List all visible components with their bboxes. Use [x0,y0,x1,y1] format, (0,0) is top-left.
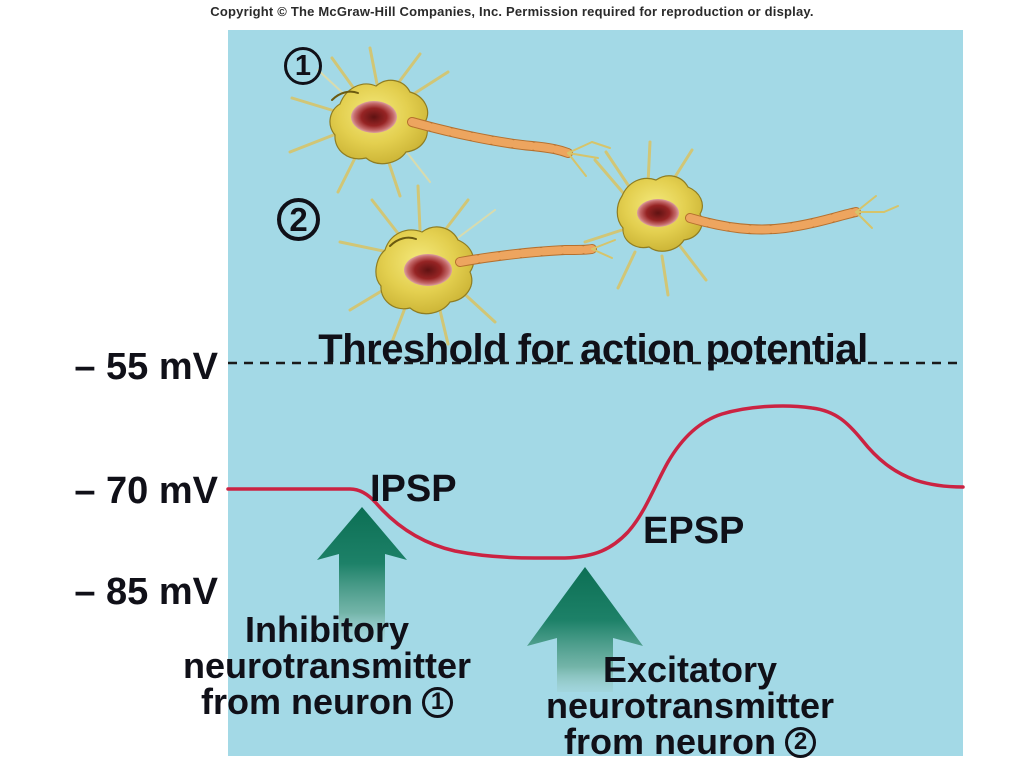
neuron-3-nucleus [637,199,679,227]
excitatory-caption-line2: neurotransmitter [545,685,835,726]
excitatory-caption: Excitatory neurotransmitter from neuron … [490,652,890,760]
neuron-2-nucleus [404,254,452,286]
neuron-2-illustration [338,184,616,346]
epsp-label: EPSP [643,510,745,552]
excitatory-caption-line1: Excitatory [602,649,778,690]
threshold-label: Threshold for action potential [318,327,868,371]
inhibitory-caption-line1: Inhibitory [245,609,409,650]
inhibitory-up-arrow-icon [317,507,407,642]
neuron-1-nucleus [351,101,397,133]
voltage-label-70: – 70 mV [74,470,218,512]
neuron-1-illustration [288,46,611,198]
inhibitory-caption-line3-text: from neuron [201,681,413,722]
circled-2-number: 2 [793,728,808,755]
excitatory-up-arrow-icon [527,567,643,692]
circled-1-icon: 1 [422,686,453,718]
excitatory-caption-line3-text: from neuron [564,721,776,762]
membrane-potential-trace [226,404,965,560]
neuron-1-number: 1 [294,49,312,82]
neuron-3-illustration [583,140,899,297]
circled-1-number: 1 [430,688,445,715]
neuron-1-circled-number-icon: 1 [284,47,322,85]
ipsp-label: IPSP [370,468,457,510]
copyright-text: Copyright © The McGraw-Hill Companies, I… [210,4,814,19]
voltage-label-85: – 85 mV [74,571,218,613]
voltage-label-55: – 55 mV [74,346,218,388]
inhibitory-caption: Inhibitory neurotransmitter from neuron … [127,612,527,720]
excitatory-caption-line3: from neuron 2 [490,724,890,760]
inhibitory-caption-line2: neurotransmitter [182,645,472,686]
neuron-2-number: 2 [289,200,308,238]
neuron-2-circled-number-icon: 2 [277,198,320,241]
circled-2-icon: 2 [785,726,816,758]
inhibitory-caption-line3: from neuron 1 [127,684,527,720]
